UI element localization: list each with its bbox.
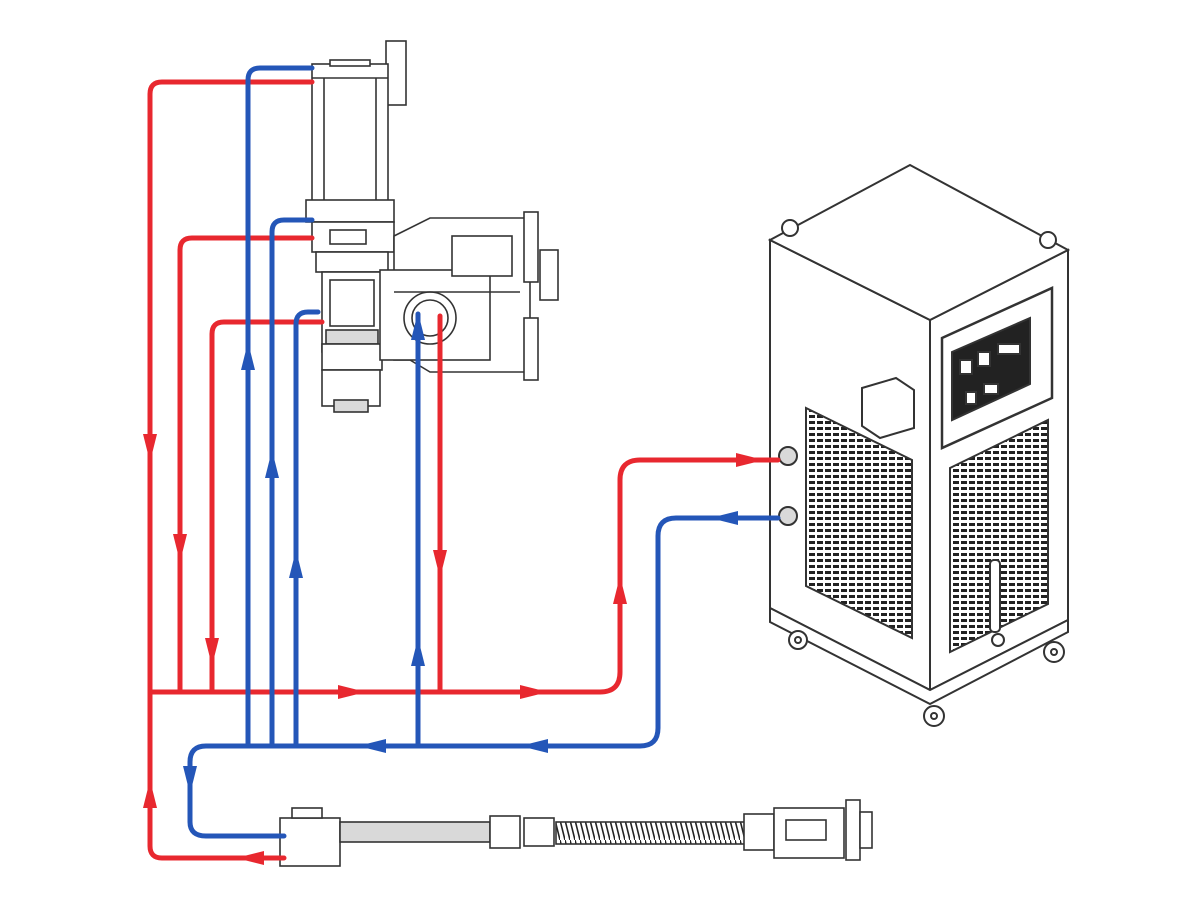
red-arrow-right [520,685,548,699]
blue-arrow-up [289,550,303,578]
red-arrow-right [338,685,366,699]
blue-arrow-down [183,766,197,794]
red-arrow-down [433,550,447,578]
blue-arrow-left [358,739,386,753]
flow-arrows [143,312,764,865]
red-arrow-up [143,780,157,808]
red-arrow-down [205,638,219,666]
return-coolant-lines [187,65,781,839]
red-arrow-left [236,851,264,865]
blue-arrow-up [265,450,279,478]
blue-arrow-left [520,739,548,753]
red-arrow-down [143,434,157,462]
welding-gun-cable-icon [279,799,873,867]
blue-arrow-left [710,511,738,525]
red-arrow-up [613,576,627,604]
chiller-cabinet-icon [767,163,1071,727]
red-arrow-down [173,534,187,562]
welding-head-icon [305,40,559,413]
red-arrow-right [736,453,764,467]
blue-arrow-up [241,342,255,370]
supply-coolant-lines [147,79,781,861]
blue-arrow-up [411,638,425,666]
blue-arrow-up [411,312,425,340]
